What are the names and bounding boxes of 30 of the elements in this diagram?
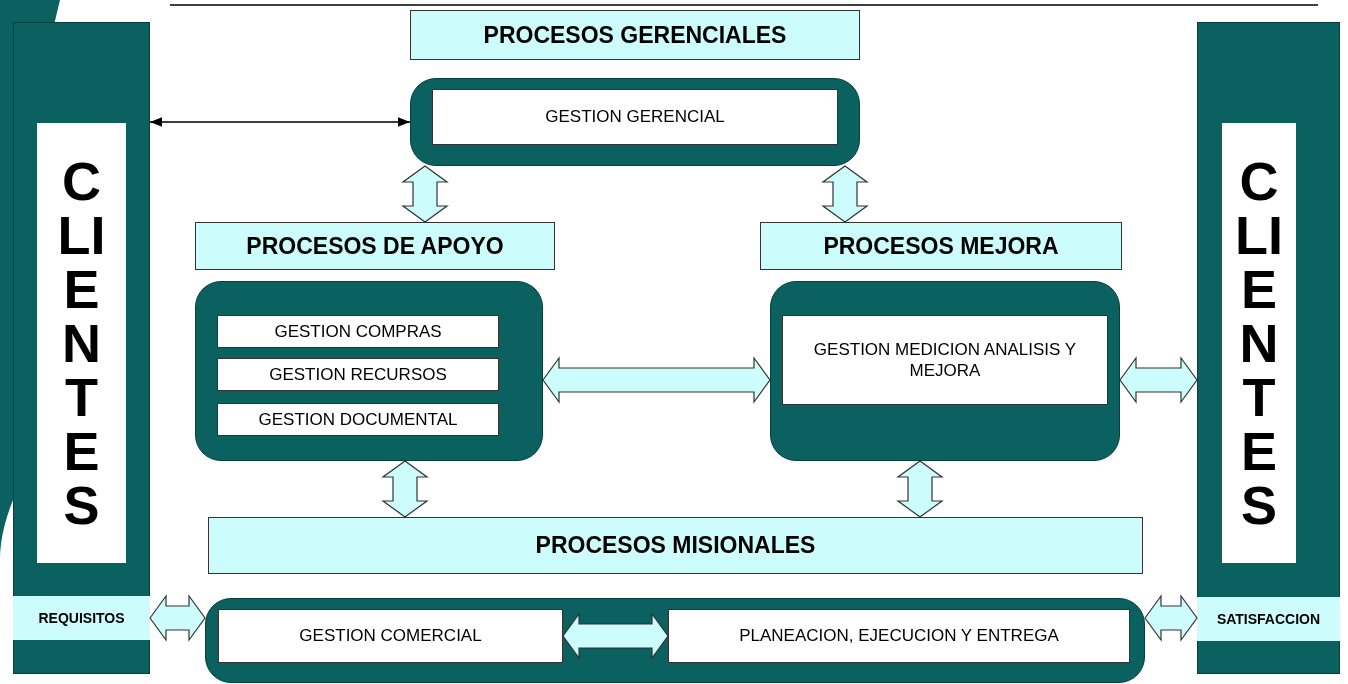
satisfaction-label: SATISFACCION [1197,597,1340,641]
process-box: PLANEACION, EJECUCION Y ENTREGA [668,609,1130,663]
block-arrow [1144,594,1198,642]
vertical-label: CLIENTES [37,123,126,563]
requirement-label: REQUISITOS [13,596,150,640]
process-box: GESTION COMPRAS [217,315,499,348]
block-arrow [562,612,669,660]
section-header: PROCESOS DE APOYO [195,222,555,270]
block-arrow [381,460,429,518]
process-box: GESTION RECURSOS [217,358,499,391]
process-group-panel [770,281,1120,461]
block-arrow [821,165,869,223]
process-group-panel [195,281,543,461]
process-group-panel [205,598,1145,683]
process-group-panel [410,78,860,166]
process-box: GESTION MEDICION ANALISIS Y MEJORA [782,315,1108,405]
section-header: PROCESOS MEJORA [760,222,1122,270]
section-header: PROCESOS GERENCIALES [410,10,860,60]
block-arrow [896,460,944,518]
vertical-label: CLIENTES [1222,123,1296,563]
side-panel [1197,22,1340,674]
block-arrow [149,594,206,642]
section-header: PROCESOS MISIONALES [208,517,1143,574]
block-arrow [542,356,771,404]
arrow [149,117,411,127]
block-arrow [401,165,449,223]
process-box: GESTION DOCUMENTAL [217,403,499,436]
block-arrow [1119,356,1198,404]
process-box: GESTION COMERCIAL [218,609,563,663]
process-box: GESTION GERENCIAL [432,89,838,145]
